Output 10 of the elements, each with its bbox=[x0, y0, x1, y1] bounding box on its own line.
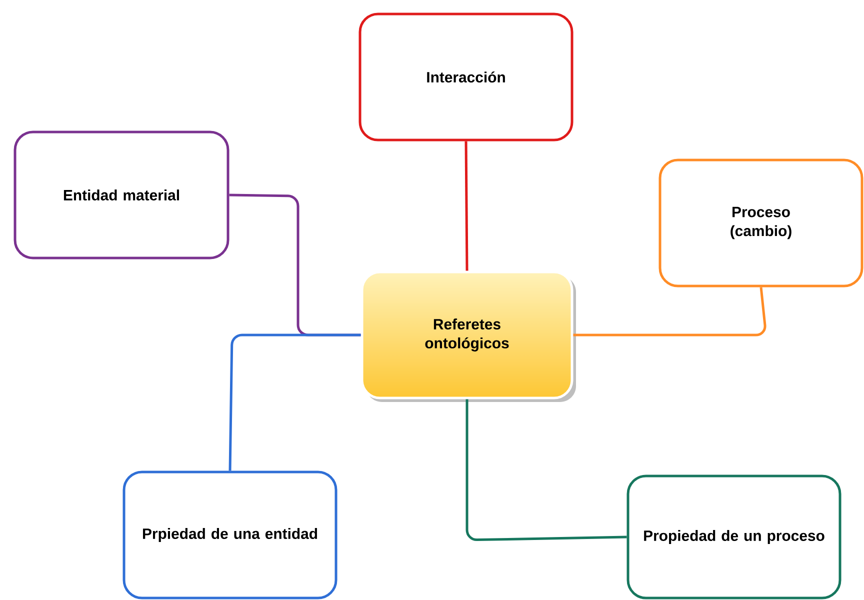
topic-box: Prpiedad de una entidad bbox=[122, 470, 338, 600]
topic-box: Interacción bbox=[358, 12, 574, 142]
topic-box: Propiedad de un proceso bbox=[626, 474, 842, 600]
connector bbox=[228, 334, 361, 471]
connector bbox=[573, 287, 766, 336]
connector bbox=[466, 399, 627, 542]
topic-box: Proceso (cambio) bbox=[658, 158, 864, 288]
central-topic-box: Referetes ontológicos bbox=[360, 270, 576, 402]
topic-box: Entidad material bbox=[14, 130, 230, 260]
connector bbox=[464, 141, 468, 271]
